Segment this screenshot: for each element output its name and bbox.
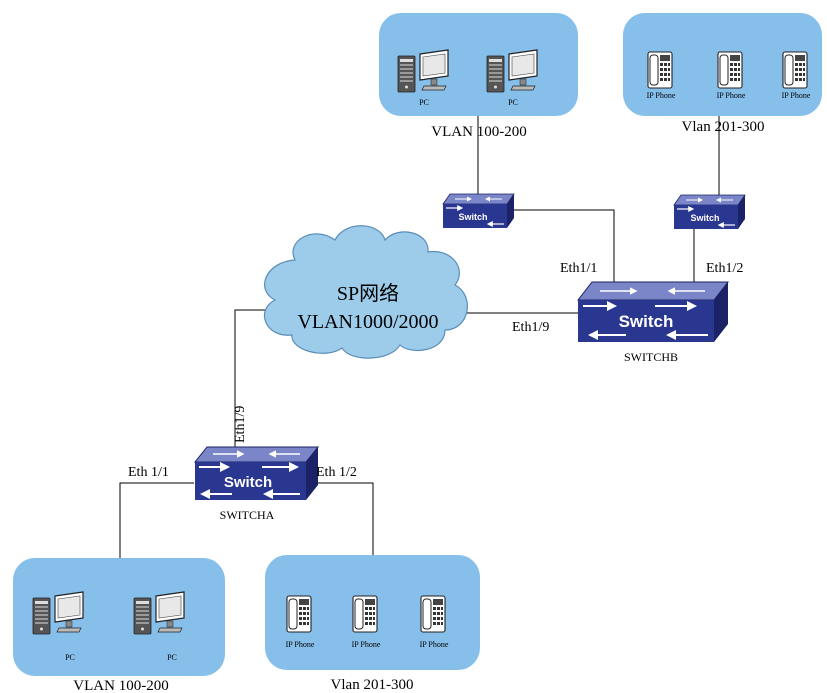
device-label: IP Phone [717,91,746,100]
device-label: PC [65,653,75,662]
group-label: VLAN 100-200 [73,678,168,693]
switch-brand: Switch [224,474,272,491]
phone-icon [286,595,312,633]
switch-b: Switch SWITCHB [576,281,730,364]
phone-icon [717,51,743,89]
switch-b-right: Switch [673,194,746,229]
switch-brand: Switch [458,212,487,222]
switch-a: Switch SWITCHA [193,446,320,522]
device-label: IP Phone [286,640,315,649]
group-bottom-pc-box [13,558,225,676]
link-b-eth11 [512,209,615,290]
switch-brand: Switch [619,312,674,331]
switch-b-left: Switch [442,193,515,228]
phone-icon [647,51,673,89]
device-label: IP Phone [420,640,449,649]
switch-name: SWITCHB [624,350,678,364]
device-label: IP Phone [782,91,811,100]
sp-network-cloud: SP网络 VLAN1000/2000 [263,225,468,359]
link-a-eth11 [119,482,194,558]
device-label: PC [167,653,177,662]
device-label: IP Phone [352,640,381,649]
port-label: Eth1/9 [512,320,549,335]
group-top-phone: IP Phone IP Phone IP Phone Vlan 201-300 [623,13,822,135]
port-label: Eth1/1 [560,261,597,276]
device-label: PC [508,98,518,107]
group-label: Vlan 201-300 [331,677,414,693]
cloud-vlan: VLAN1000/2000 [297,311,438,333]
device-label: PC [419,98,429,107]
group-bottom-phone: IP Phone IP Phone IP Phone Vlan 201-300 [265,555,480,693]
group-bottom-pc: PC PC VLAN 100-200 [13,558,225,693]
cloud-title: SP网络 [337,282,399,305]
phone-icon [420,595,446,633]
group-label: VLAN 100-200 [431,124,526,140]
port-label: Eth 1/2 [316,465,357,480]
port-label: Eth1/2 [706,261,743,276]
switch-name: SWITCHA [220,508,275,522]
group-top-pc: PC PC VLAN 100-200 [379,13,578,140]
port-label: Eth 1/1 [128,465,169,480]
switch-brand: Switch [690,213,719,223]
port-label-vertical: Eth1/9 [233,406,248,443]
phone-icon [352,595,378,633]
group-label: Vlan 201-300 [682,119,765,135]
link-a-eth12 [305,482,374,555]
device-label: IP Phone [647,91,676,100]
phone-icon [782,51,808,89]
